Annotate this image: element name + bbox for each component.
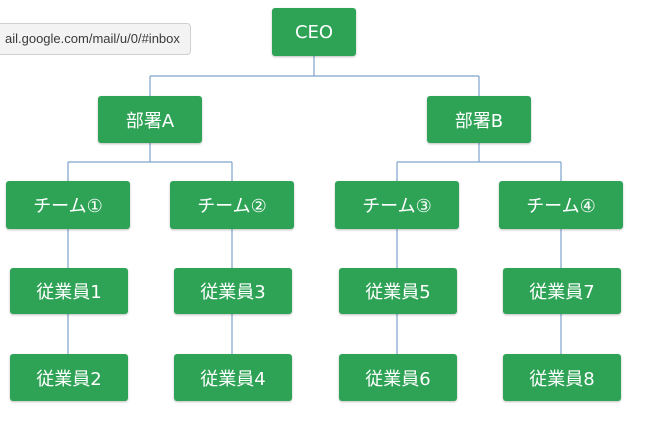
node-department-a[interactable]: 部署A xyxy=(98,96,202,143)
node-team-2[interactable]: チーム② xyxy=(170,181,294,229)
connector-dept-a-teams xyxy=(67,143,233,181)
connector-dept-b-teams xyxy=(396,143,562,181)
node-ceo[interactable]: CEO xyxy=(272,8,356,56)
node-employee-2[interactable]: 従業員2 xyxy=(10,354,128,401)
node-team-1[interactable]: チーム① xyxy=(6,181,130,229)
node-employee-3[interactable]: 従業員3 xyxy=(174,268,292,314)
node-department-b[interactable]: 部署B xyxy=(427,96,531,143)
node-team-3[interactable]: チーム③ xyxy=(335,181,459,229)
node-employee-1[interactable]: 従業員1 xyxy=(10,268,128,314)
node-employee-8[interactable]: 従業員8 xyxy=(503,354,621,401)
status-bar-url: ail.google.com/mail/u/0/#inbox xyxy=(0,23,191,55)
node-employee-7[interactable]: 従業員7 xyxy=(503,268,621,314)
node-employee-6[interactable]: 従業員6 xyxy=(339,354,457,401)
connector-ceo-departments xyxy=(149,56,480,96)
node-employee-4[interactable]: 従業員4 xyxy=(174,354,292,401)
node-employee-5[interactable]: 従業員5 xyxy=(339,268,457,314)
node-team-4[interactable]: チーム④ xyxy=(499,181,623,229)
